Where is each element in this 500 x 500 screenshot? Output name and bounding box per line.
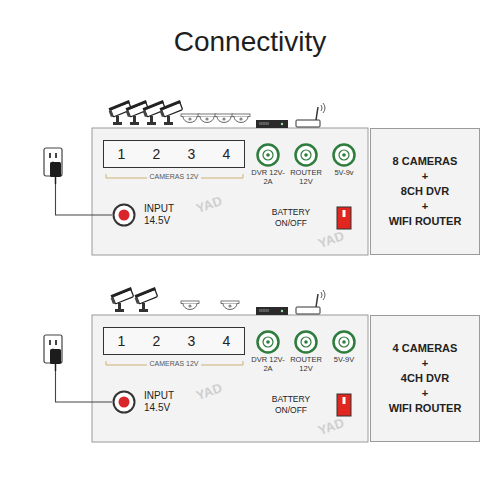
port-number: 4 [223, 146, 231, 162]
input-label: INPUT 14.5V [144, 203, 186, 227]
summary-box: 8 CAMERAS+8CH DVR+WIFI ROUTER [370, 128, 480, 255]
port-label: DVR 12V-2A [249, 355, 287, 373]
output-port: ROUTER 12V [284, 143, 328, 186]
port-number: 3 [188, 333, 196, 349]
green-port-symbol [256, 330, 280, 354]
output-port: 5V-9v [322, 143, 366, 177]
port-number: 3 [188, 146, 196, 162]
port-number: 1 [118, 333, 126, 349]
green-port-symbol [294, 143, 318, 167]
battery-switch: BATTERY ON/OFF [262, 393, 352, 417]
green-port-symbol [332, 330, 356, 354]
title: Connectivity [0, 26, 500, 58]
battery-switch: BATTERY ON/OFF [262, 206, 352, 230]
bracket-label: CAMERAS 12V [147, 360, 200, 367]
camera-port-strip: 1 2 3 4 [103, 140, 245, 168]
summary-line: + [422, 356, 428, 371]
summary-line: + [422, 386, 428, 401]
summary-line: WIFI ROUTER [389, 401, 462, 416]
output-port: DVR 12V-2A [246, 143, 290, 186]
input-port: INPUT 14.5V [112, 390, 186, 414]
output-port: ROUTER 12V [284, 330, 328, 373]
camera-port-strip: 1 2 3 4 [103, 327, 245, 355]
port-number: 2 [153, 333, 161, 349]
summary-line: 4CH DVR [401, 371, 449, 386]
input-port: INPUT 14.5V [112, 203, 186, 227]
summary-line: 4 CAMERAS [393, 341, 458, 356]
green-port-symbol [294, 330, 318, 354]
summary-line: + [422, 169, 428, 184]
port-number: 2 [153, 146, 161, 162]
port-label: DVR 12V-2A [249, 168, 287, 186]
port-label: ROUTER 12V [287, 168, 325, 186]
battery-label: BATTERY ON/OFF [262, 207, 320, 229]
summary-line: + [422, 199, 428, 214]
port-label: 5V-9v [325, 168, 363, 177]
summary-line: 8CH DVR [401, 184, 449, 199]
output-port: DVR 12V-2A [246, 330, 290, 373]
port-number: 1 [118, 146, 126, 162]
green-port-symbol [332, 143, 356, 167]
input-label: INPUT 14.5V [144, 390, 186, 414]
summary-line: WIFI ROUTER [389, 214, 462, 229]
port-label: 5V-9V [325, 355, 363, 364]
summary-box: 4 CAMERAS+4CH DVR+WIFI ROUTER [370, 315, 480, 442]
port-number: 4 [223, 333, 231, 349]
rocker-switch [336, 393, 352, 417]
port-label: ROUTER 12V [287, 355, 325, 373]
output-port: 5V-9V [322, 330, 366, 364]
battery-label: BATTERY ON/OFF [262, 394, 320, 416]
green-port-symbol [256, 143, 280, 167]
summary-line: 8 CAMERAS [393, 154, 458, 169]
red-port-symbol [112, 390, 136, 414]
bracket-label: CAMERAS 12V [147, 173, 200, 180]
rocker-switch [336, 206, 352, 230]
red-port-symbol [112, 203, 136, 227]
